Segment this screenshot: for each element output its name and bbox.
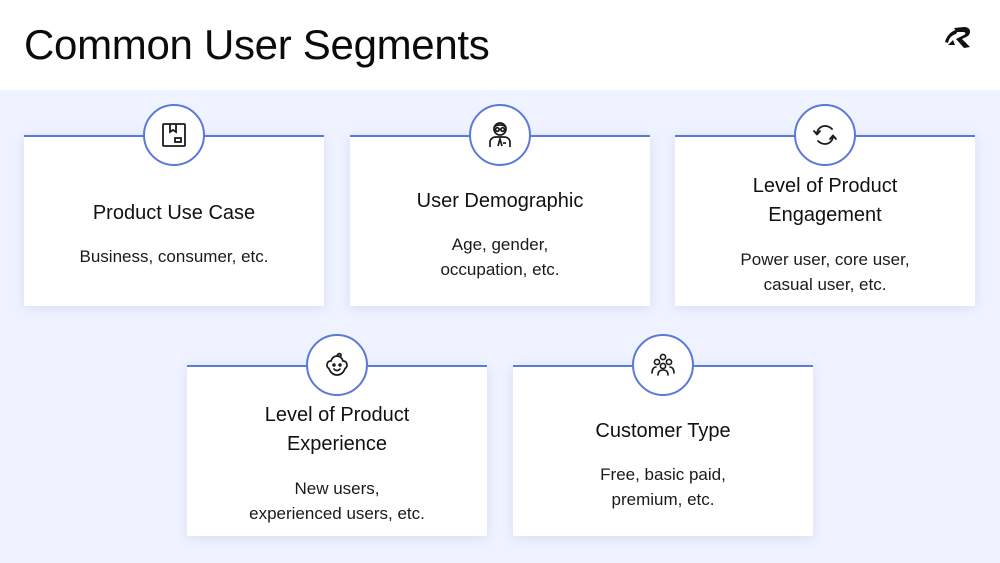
segment-card-user-demographic: User Demographic Age, gender, occupation… <box>350 104 650 306</box>
segment-card-product-engagement: Level of Product Engagement Power user, … <box>675 104 975 306</box>
segment-description: Free, basic paid, <box>600 465 726 484</box>
segment-card-product-use-case: Product Use Case Business, consumer, etc… <box>24 104 324 306</box>
baby-face-icon <box>326 352 348 376</box>
segment-description: casual user, etc. <box>763 275 887 294</box>
icon-badge <box>794 104 856 166</box>
segment-description: Power user, core user, <box>740 250 910 269</box>
icon-badge <box>632 334 694 396</box>
segment-description: occupation, etc. <box>440 260 560 279</box>
icon-badge <box>469 104 531 166</box>
icon-badge <box>306 334 368 396</box>
segment-title: Engagement <box>768 204 882 226</box>
segment-title: Experience <box>286 433 388 455</box>
user-group-icon <box>651 353 675 376</box>
segment-title: Product Use Case <box>92 202 256 224</box>
refresh-cycle-icon <box>813 125 837 145</box>
segment-description: experienced users, etc. <box>249 504 425 523</box>
package-box-icon <box>162 123 186 147</box>
segment-description: Age, gender, <box>451 235 549 254</box>
brand-logo-icon <box>945 27 971 48</box>
segment-title: Customer Type <box>595 420 731 442</box>
segment-title: Level of Product <box>752 175 898 197</box>
header: Common User Segments <box>0 0 1000 90</box>
segment-description: premium, etc. <box>611 490 715 509</box>
user-glasses-icon <box>489 122 511 147</box>
segment-description: New users, <box>294 479 380 498</box>
segment-title: Level of Product <box>264 404 410 426</box>
icon-badge <box>143 104 205 166</box>
page-title: Common User Segments <box>24 21 490 68</box>
segment-card-product-experience: Level of Product Experience New users, e… <box>187 334 487 536</box>
segment-description: Business, consumer, etc. <box>79 247 269 266</box>
segment-card-customer-type: Customer Type Free, basic paid, premium,… <box>513 334 813 536</box>
segment-title: User Demographic <box>416 190 584 212</box>
